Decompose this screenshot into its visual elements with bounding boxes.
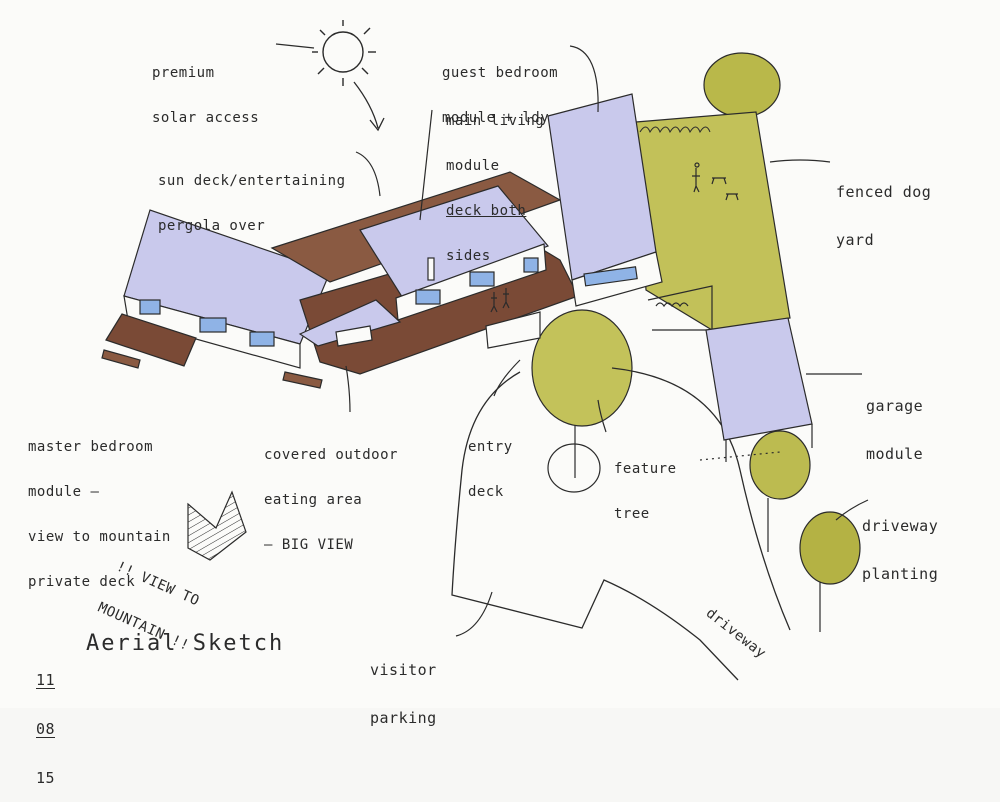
tree-top-right [703,52,781,118]
main-living-module [270,171,579,375]
label-line: pergola over [158,218,266,234]
sketch-date: 11 08 15 [36,640,56,802]
view-direction-arrow-icon [187,490,247,561]
label-line: feature [614,461,677,477]
garage-module [699,317,813,462]
label-line: deck [468,484,504,500]
sketch-title: Aerial Sketch [86,631,285,656]
label-line: yard [836,231,875,249]
label-main-living: main living module deck both sides [446,84,544,279]
label-driveway-planting: driveway planting [862,486,938,598]
label-line: tree [614,506,650,522]
aerial-sketch-sheet: premium solar access guest bedroom modul… [28,20,938,786]
label-line: module + ldy [442,110,550,126]
label-line: visitor [370,661,437,679]
label-line: private deck [28,574,136,590]
label-line: module – [28,484,100,500]
people-figures-icon [490,288,510,313]
label-line: main living [446,113,545,129]
label-line: deck both [446,203,527,219]
label-outdoor-eating: covered outdoor eating area – BIG VIEW [264,418,398,568]
tree-planter [547,443,601,493]
label-line: solar access [152,110,260,126]
leader-lines [345,45,869,637]
label-line: entry [468,439,513,455]
label-line: sides [446,248,491,264]
tree-driveway-1 [749,430,811,500]
sun-arrow [353,81,385,132]
label-line: guest bedroom [442,65,559,81]
tree-feature [531,309,633,427]
aerial-sketch-drawing [101,20,869,681]
label-line: module [446,158,500,174]
label-line: !! VIEW TO [113,558,202,610]
dog-figures-icon [692,162,739,201]
label-entry-deck: entry deck [468,410,513,515]
label-master-bedroom: master bedroom module – view to mountain… [28,410,171,605]
label-line: parking [370,709,437,727]
trees [531,52,861,632]
label-line: sun deck/entertaining [158,173,346,189]
label-line: covered outdoor [264,447,398,463]
master-bedroom-module [101,209,331,389]
label-line: view to mountain [28,529,171,545]
date-day: 11 [36,671,56,689]
label-line: garage [866,397,924,415]
date-year: 15 [36,769,56,787]
tree-driveway-2 [799,511,861,585]
label-solar-access: premium solar access [152,36,259,141]
label-dog-yard: fenced dog yard [836,152,931,264]
date-month: 08 [36,720,56,738]
label-line: planting [862,565,939,583]
label-line: premium [152,65,215,81]
guest-bedroom-module [547,93,713,331]
label-line: fenced dog [836,183,932,201]
label-visitor-parking: visitor parking [370,630,437,742]
label-feature-tree: feature tree [614,432,677,537]
label-line: – BIG VIEW [264,537,354,553]
sun-icon [312,20,376,86]
solar-leader-line [275,43,315,49]
label-sun-deck: sun deck/entertaining pergola over [158,144,346,249]
label-garage: garage module [866,366,923,478]
driveway [451,367,791,681]
label-line: master bedroom [28,439,154,455]
label-guest-bedroom: guest bedroom module + ldy [442,36,558,141]
label-line: driveway [862,517,939,535]
label-line: eating area [264,492,363,508]
label-line: module [866,445,924,463]
